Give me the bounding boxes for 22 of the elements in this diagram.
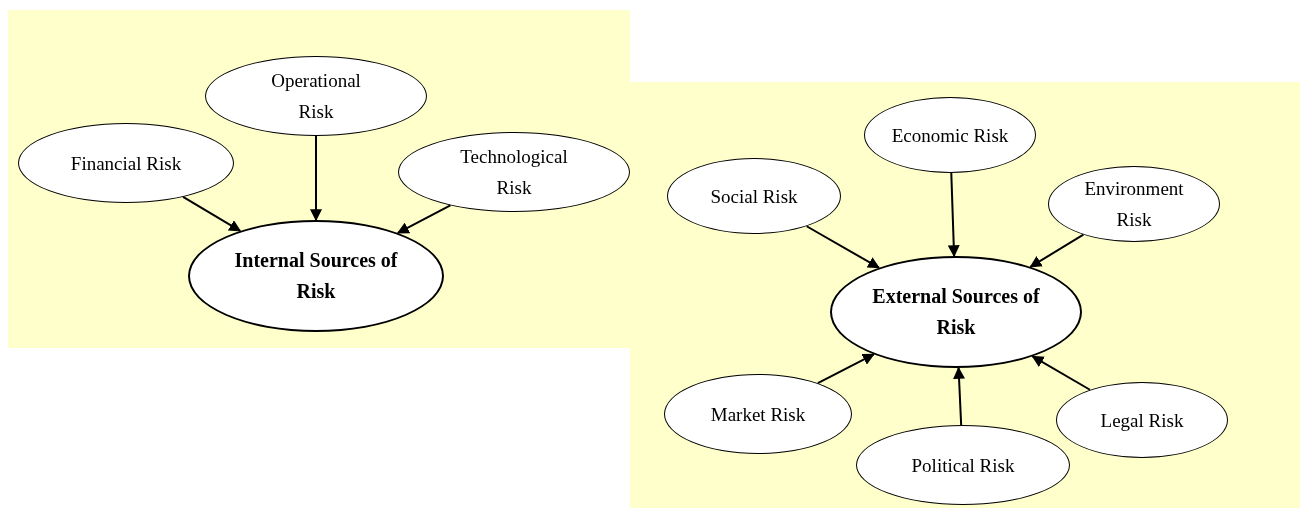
arrow: [310, 135, 322, 222]
arrow: [1031, 355, 1091, 391]
arrow: [805, 225, 880, 269]
node-label: Social Risk: [710, 184, 798, 209]
arrow: [396, 204, 452, 234]
arrow: [953, 366, 966, 426]
arrow: [947, 172, 960, 258]
group-panel: [8, 10, 630, 348]
node-label: Political Risk: [911, 453, 1015, 478]
node-label: Operational Risk: [270, 69, 362, 124]
node-label: Internal Sources of Risk: [233, 248, 399, 304]
arrow: [816, 353, 875, 385]
node-label: Environment Risk: [1083, 177, 1185, 232]
node-label: Legal Risk: [1100, 408, 1184, 433]
node-label: Market Risk: [710, 402, 806, 427]
node-label: Economic Risk: [891, 123, 1009, 148]
arrow: [1029, 233, 1085, 268]
node-label: Technological Risk: [459, 145, 569, 200]
node-label: External Sources of Risk: [871, 284, 1041, 340]
node-label: Financial Risk: [70, 151, 182, 176]
arrow: [182, 195, 242, 232]
group-panel: [630, 82, 1300, 508]
